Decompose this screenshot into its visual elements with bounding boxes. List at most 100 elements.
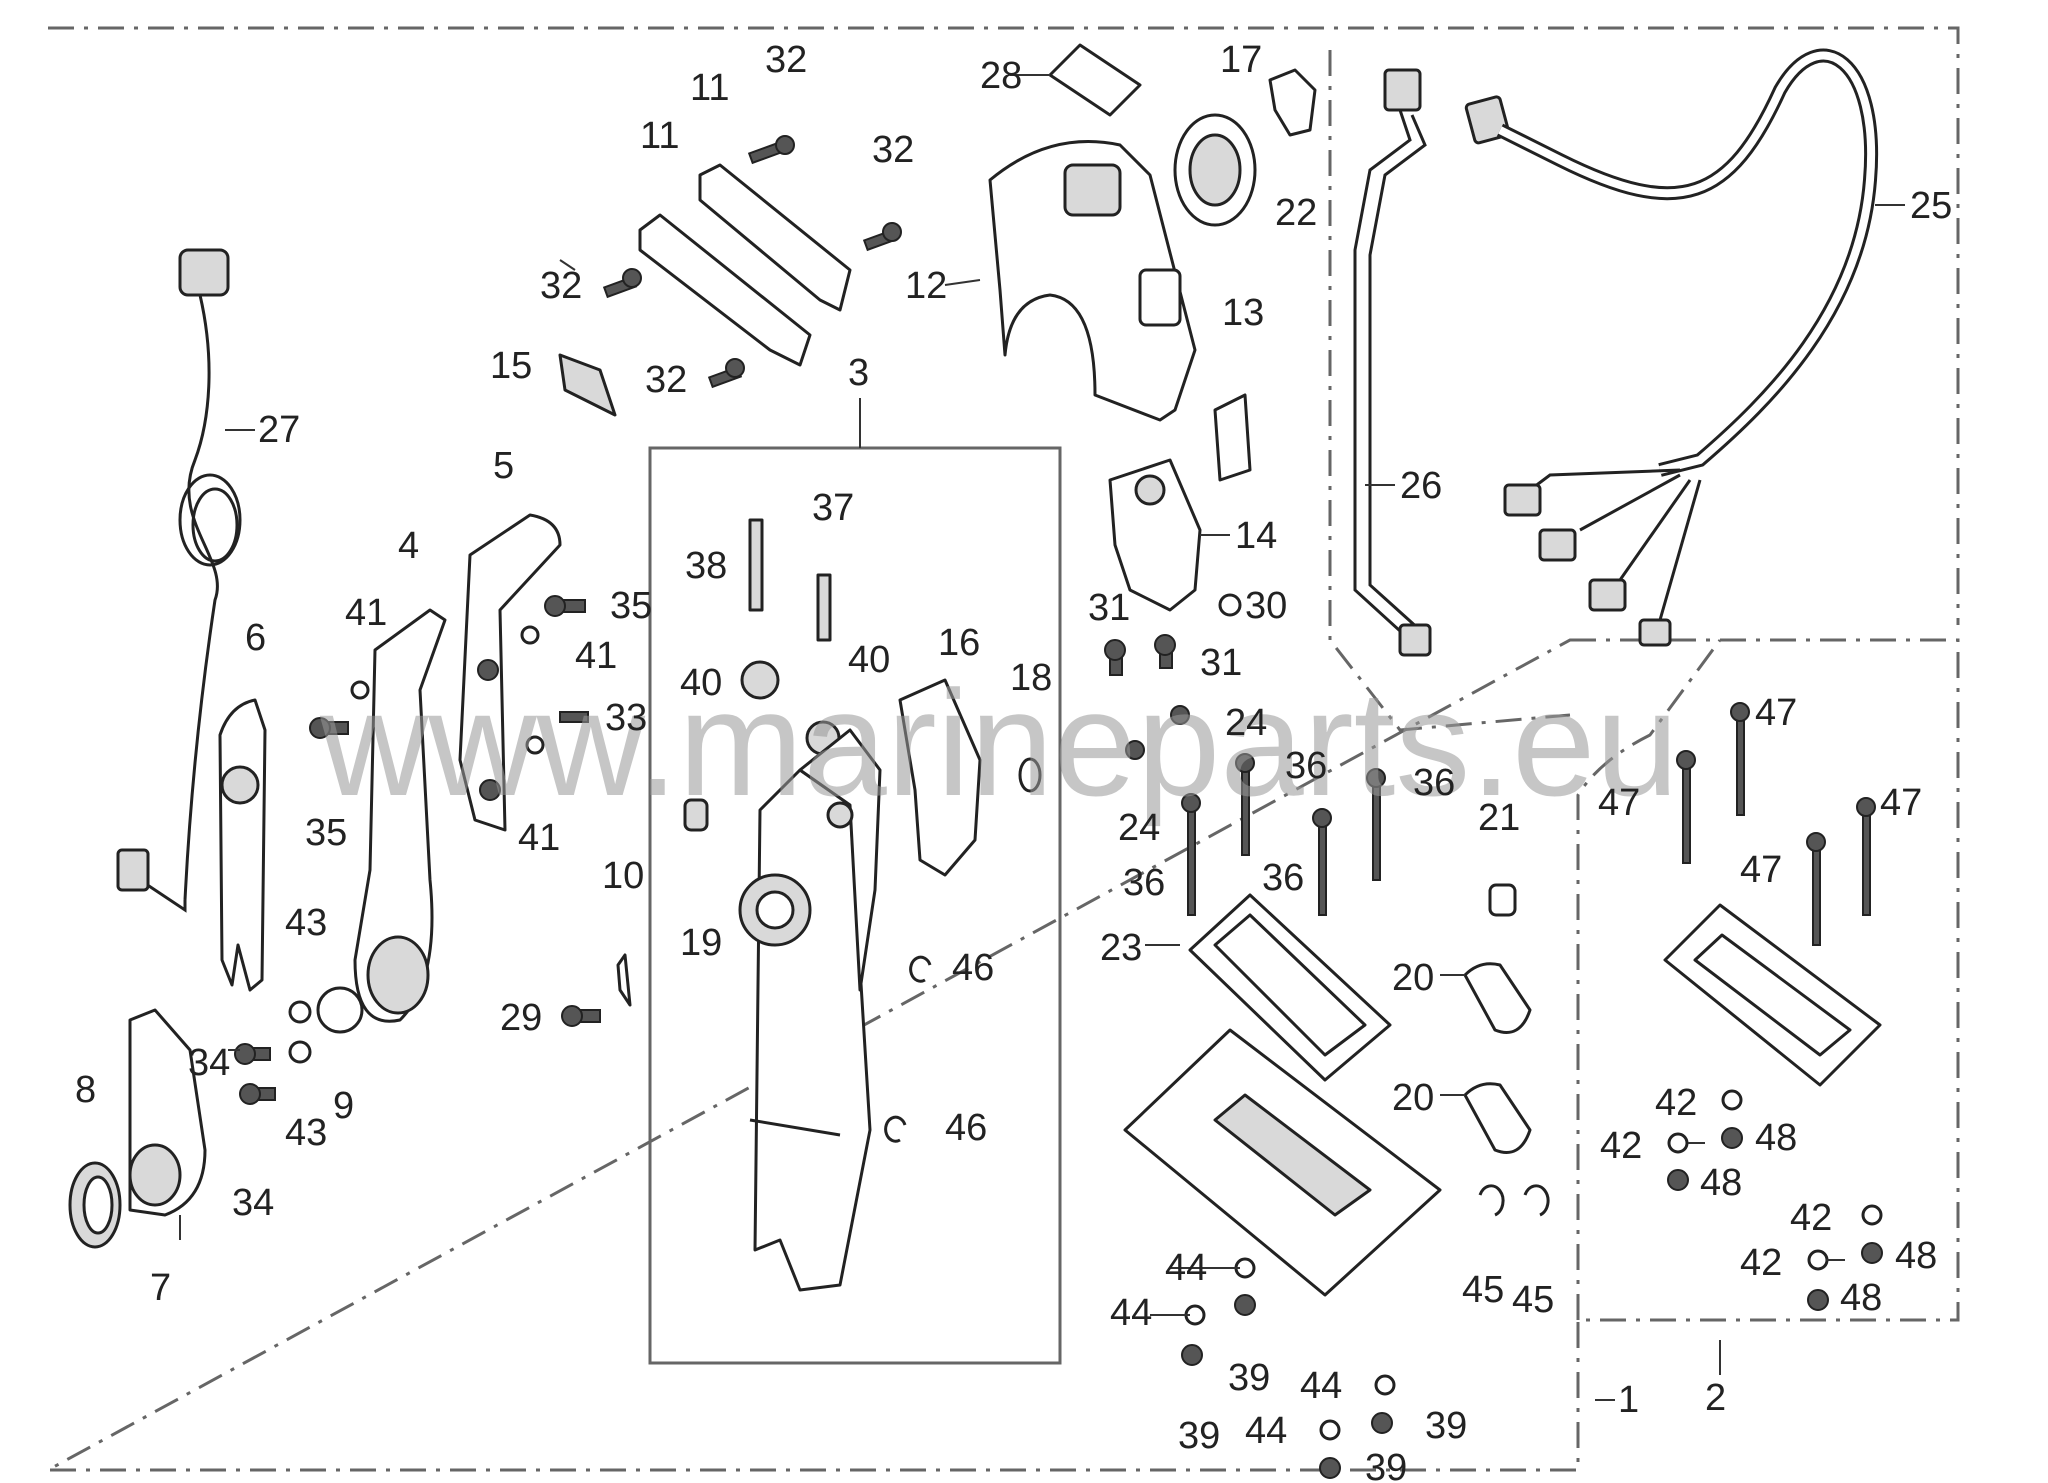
screws-34	[234, 1043, 276, 1105]
callout-47c: 47	[1880, 782, 1922, 824]
harness-boundary	[1328, 50, 1571, 732]
callout-36a: 36	[1285, 745, 1327, 787]
callout-45a: 45	[1462, 1269, 1504, 1311]
callout-4: 4	[398, 525, 419, 567]
callout-39c: 39	[1425, 1405, 1467, 1447]
part-11-upper	[698, 163, 852, 312]
part-38	[748, 518, 764, 612]
callout-31b: 31	[1200, 642, 1242, 684]
callout-33: 33	[605, 697, 647, 739]
callout-40a: 40	[680, 662, 722, 704]
part-6	[218, 698, 267, 992]
callout-32b: 32	[872, 129, 914, 171]
callout-18: 18	[1010, 657, 1052, 699]
callout-32c: 32	[540, 265, 582, 307]
callout-3: 3	[848, 352, 869, 394]
callout-43a: 43	[285, 902, 327, 944]
callout-41a: 41	[345, 592, 387, 634]
callout-48a: 48	[1755, 1117, 1797, 1159]
callout-43b: 43	[285, 1112, 327, 1154]
callout-28: 28	[980, 55, 1022, 97]
callout-32a: 32	[765, 39, 807, 81]
part-27-cable	[116, 248, 242, 913]
callout-7: 7	[150, 1267, 171, 1309]
callout-25: 25	[1910, 185, 1952, 227]
callout-19: 19	[680, 922, 722, 964]
callout-31a: 31	[1088, 587, 1130, 629]
part-12	[988, 140, 1197, 422]
callout-32d: 32	[645, 359, 687, 401]
callout-10: 10	[602, 855, 644, 897]
callout-15: 15	[490, 345, 532, 387]
callout-39d: 39	[1365, 1447, 1407, 1483]
screws-32	[602, 135, 902, 389]
callout-42c: 42	[1790, 1197, 1832, 1239]
callout-34a: 34	[188, 1042, 230, 1084]
part-28	[1048, 43, 1142, 117]
leader-lines	[179, 74, 1905, 1401]
part-26-harness	[1353, 68, 1432, 657]
callout-45b: 45	[1512, 1279, 1554, 1321]
part-37	[816, 573, 832, 642]
callout-42a: 42	[1655, 1082, 1697, 1124]
part-19	[683, 798, 709, 832]
callout-35a: 35	[305, 812, 347, 854]
outer-frame	[47, 26, 1960, 1472]
callout-42d: 42	[1740, 1242, 1782, 1284]
callout-13: 13	[1222, 292, 1264, 334]
group-3-box	[648, 446, 1062, 1365]
callout-12: 12	[905, 265, 947, 307]
callout-44a: 44	[1165, 1247, 1207, 1289]
callout-35b: 35	[610, 585, 652, 627]
part-8	[68, 1161, 122, 1249]
callout-47d: 47	[1740, 849, 1782, 891]
callout-48c: 48	[1895, 1235, 1937, 1277]
callout-11a: 11	[690, 67, 729, 109]
callout-37: 37	[812, 487, 854, 529]
callout-38: 38	[685, 545, 727, 587]
callout-8: 8	[75, 1069, 96, 1111]
callout-26: 26	[1400, 465, 1442, 507]
part-14	[1108, 458, 1202, 612]
callout-24a: 24	[1225, 702, 1267, 744]
part-16	[898, 678, 982, 877]
callout-36c: 36	[1123, 862, 1165, 904]
callout-41b: 41	[575, 635, 617, 677]
callout-40b: 40	[848, 639, 890, 681]
callout-46b: 46	[945, 1107, 987, 1149]
callout-23: 23	[1100, 927, 1142, 969]
part-15	[558, 353, 617, 417]
callout-2: 2	[1705, 1377, 1726, 1419]
callout-36d: 36	[1262, 857, 1304, 899]
callout-5: 5	[493, 445, 514, 487]
callout-29: 29	[500, 997, 542, 1039]
callout-9: 9	[333, 1085, 354, 1127]
callout-41c: 41	[518, 817, 560, 859]
bolts-47	[1676, 702, 1876, 946]
part-3-control-box	[738, 728, 882, 1292]
part-25-harness	[1464, 48, 1879, 647]
callout-22: 22	[1275, 192, 1317, 234]
callout-39b: 39	[1178, 1415, 1220, 1457]
callout-1: 1	[1618, 1379, 1639, 1421]
callout-47b: 47	[1598, 782, 1640, 824]
callout-47a: 47	[1755, 692, 1797, 734]
callout-14: 14	[1235, 515, 1277, 557]
callout-39a: 39	[1228, 1357, 1270, 1399]
part-20-lower	[1463, 1082, 1532, 1154]
callout-36b: 36	[1413, 762, 1455, 804]
callout-44d: 44	[1245, 1410, 1287, 1452]
part-13	[1213, 393, 1252, 482]
callout-24b: 24	[1118, 807, 1160, 849]
callout-6: 6	[245, 617, 266, 659]
callout-42b: 42	[1600, 1125, 1642, 1167]
bolts-36	[1181, 753, 1386, 916]
callout-20b: 20	[1392, 1077, 1434, 1119]
part-20-upper	[1463, 962, 1532, 1034]
callout-21: 21	[1478, 797, 1520, 839]
callout-20a: 20	[1392, 957, 1434, 999]
part-10	[616, 953, 632, 1007]
part-22	[1268, 68, 1317, 137]
part-9	[316, 986, 364, 1034]
